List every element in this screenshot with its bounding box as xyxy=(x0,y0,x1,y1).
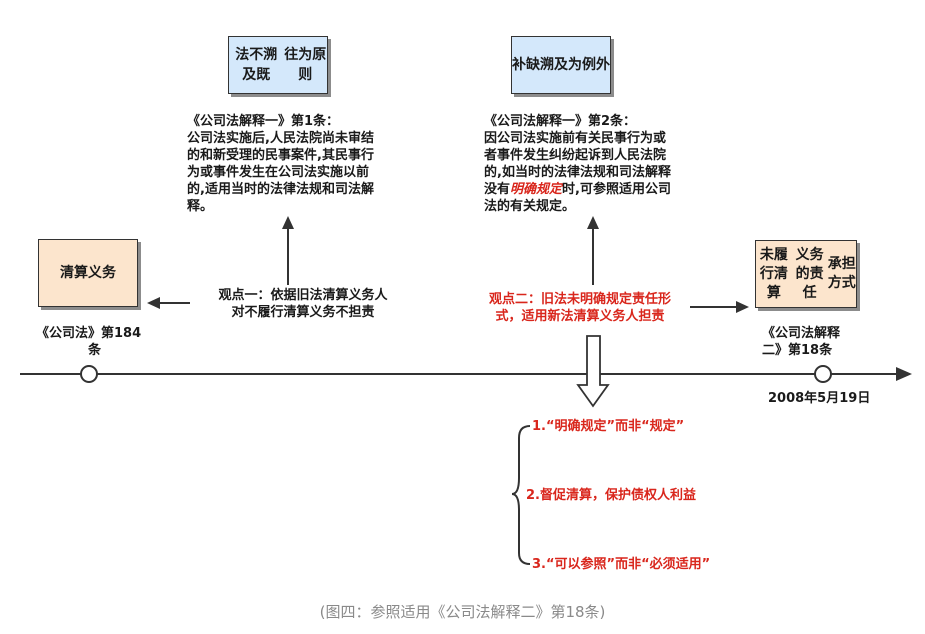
view1-line2: 对不履行清算义务不担责 xyxy=(231,305,375,320)
exception-box-line1: 补缺溯及为 xyxy=(512,57,582,73)
timeline-arrowhead xyxy=(896,367,912,381)
article1-line1: 公司法实施后,人民法院尚未审结 xyxy=(187,131,374,146)
article2-line4: 没有明确规定时,可参照适用公司 xyxy=(484,181,671,198)
right-law-line2: 二》第18条 xyxy=(762,343,833,358)
arrow-to-right-box-head xyxy=(736,301,749,313)
figure-caption: (图四：参照适用《公司法解释二》第18条) xyxy=(319,603,606,621)
article2-line3: 的,如当时的法律法规和司法解释 xyxy=(484,165,671,180)
article2-line4-prefix: 没有 xyxy=(484,182,511,197)
arrow-to-article2-head xyxy=(587,216,599,229)
article1-line3: 为或事件发生在公司法实施以前 xyxy=(187,165,370,180)
article2-line4-suffix: 时,可参照适用公司 xyxy=(562,182,671,197)
view2-line2: 式，适用新法清算义务人担责 xyxy=(495,309,665,324)
date-label: 2008年5月19日 xyxy=(768,391,871,406)
left-law-line1: 《公司法》第184 xyxy=(36,326,142,341)
liquidation-duty-box: 清算义务 xyxy=(38,239,138,307)
article1-title: 《公司法解释一》第1条： xyxy=(187,114,340,129)
right-law-line1: 《公司法解释 xyxy=(762,326,841,341)
article2-emphasis: 明确规定 xyxy=(510,182,563,197)
article2-line5: 法的有关规定。 xyxy=(484,199,576,214)
article2-text: 《公司法解释一》第2条： 因公司法实施前有关民事行为或 者事件发生纠纷起诉到人民… xyxy=(484,113,671,215)
liquidation-duty-label: 清算义务 xyxy=(60,265,116,281)
article1-line5: 释。 xyxy=(187,199,214,214)
article1-text: 《公司法解释一》第1条： 公司法实施后,人民法院尚未审结 的和新受理的民事案件,… xyxy=(187,113,374,215)
view1-line1: 观点一：依据旧法清算义务人 xyxy=(218,288,388,303)
article1-line4: 的,适用当时的法律法规和司法解 xyxy=(187,182,374,197)
arrow-to-article1-head xyxy=(282,216,294,229)
liability-method-line2: 义务的责任 xyxy=(795,246,824,301)
right-law-text: 《公司法解释 二》第18条 xyxy=(762,325,840,359)
left-law-text: 《公司法》第184 条 xyxy=(36,325,141,359)
view2-text: 观点二：旧法未明确规定责任形 式，适用新法清算义务人担责 xyxy=(470,291,690,325)
view1-text: 观点一：依据旧法清算义务人 对不履行清算义务不担责 xyxy=(196,287,410,321)
article2-title: 《公司法解释一》第2条： xyxy=(484,114,637,129)
arrow-to-left-box-head xyxy=(147,297,160,309)
principle-box-line2: 往为原则 xyxy=(284,47,327,83)
article2-line2: 者事件发生纠纷起诉到人民法院 xyxy=(484,148,667,163)
liability-method-line3: 承担方式 xyxy=(827,256,856,291)
point-2: 2.督促清算，保护债权人利益 xyxy=(526,488,696,503)
article2-line1: 因公司法实施前有关民事行为或 xyxy=(484,131,667,146)
liability-method-line1: 未履行清算 xyxy=(759,246,788,301)
article1-line2: 的和新受理的民事案件,其民事行 xyxy=(187,148,374,163)
timeline-node-left xyxy=(80,365,98,383)
principle-box: 法不溯及既 往为原则 xyxy=(228,36,328,94)
exception-box-line2: 例外 xyxy=(582,57,610,73)
point-3: 3.“可以参照”而非“必须适用” xyxy=(532,557,711,572)
timeline-node-right xyxy=(814,365,832,383)
point-1: 1.“明确规定”而非“规定” xyxy=(532,419,685,434)
hollow-down-arrow xyxy=(576,335,610,408)
view2-line1: 观点二：旧法未明确规定责任形 xyxy=(488,292,671,307)
curly-brace xyxy=(511,425,531,565)
left-law-line2: 条 xyxy=(88,343,102,358)
exception-box: 补缺溯及为 例外 xyxy=(511,36,611,94)
principle-box-line1: 法不溯及既 xyxy=(235,47,278,83)
liability-method-box: 未履行清算 义务的责任 承担方式 xyxy=(755,240,857,308)
